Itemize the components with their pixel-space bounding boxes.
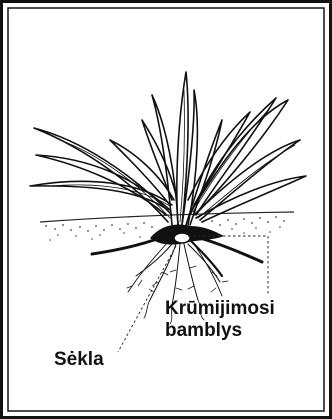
leaves bbox=[30, 72, 306, 225]
tillering-node-label-line1: Krūmijimosi bbox=[165, 298, 275, 320]
tillering-node-label-line2: bamblys bbox=[165, 320, 275, 342]
tillering-node-label: Krūmijimosi bamblys bbox=[165, 298, 275, 342]
tillering-node-leader-line bbox=[188, 236, 268, 296]
seed-label: Sėkla bbox=[54, 349, 104, 371]
